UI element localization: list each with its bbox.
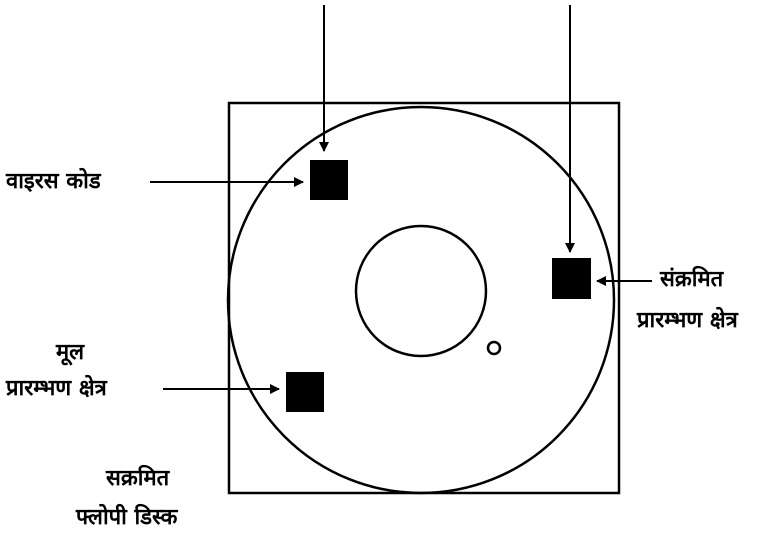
virus-code-block bbox=[310, 160, 348, 200]
infected-floppy-label-line2: फ्लोपी डिस्क bbox=[76, 505, 178, 530]
original-boot-label-line2: प्रारम्भण क्षेत्र bbox=[6, 376, 107, 401]
original-boot-label-line1: मूल bbox=[56, 340, 85, 365]
infected-boot-sector-block bbox=[552, 258, 591, 299]
infected-boot-label-line1: संक्रमित bbox=[660, 267, 724, 292]
index-hole-circle bbox=[486, 340, 502, 356]
infected-boot-label-line2: प्रारम्भण क्षेत्र bbox=[637, 308, 738, 333]
disk-platter-circle bbox=[226, 105, 616, 495]
original-boot-sector-block bbox=[286, 372, 324, 412]
virus-code-label: वाइरस कोड bbox=[6, 169, 101, 194]
infected-floppy-label-line1: सक्रमित bbox=[106, 466, 170, 491]
center-hub-circle bbox=[354, 224, 488, 358]
